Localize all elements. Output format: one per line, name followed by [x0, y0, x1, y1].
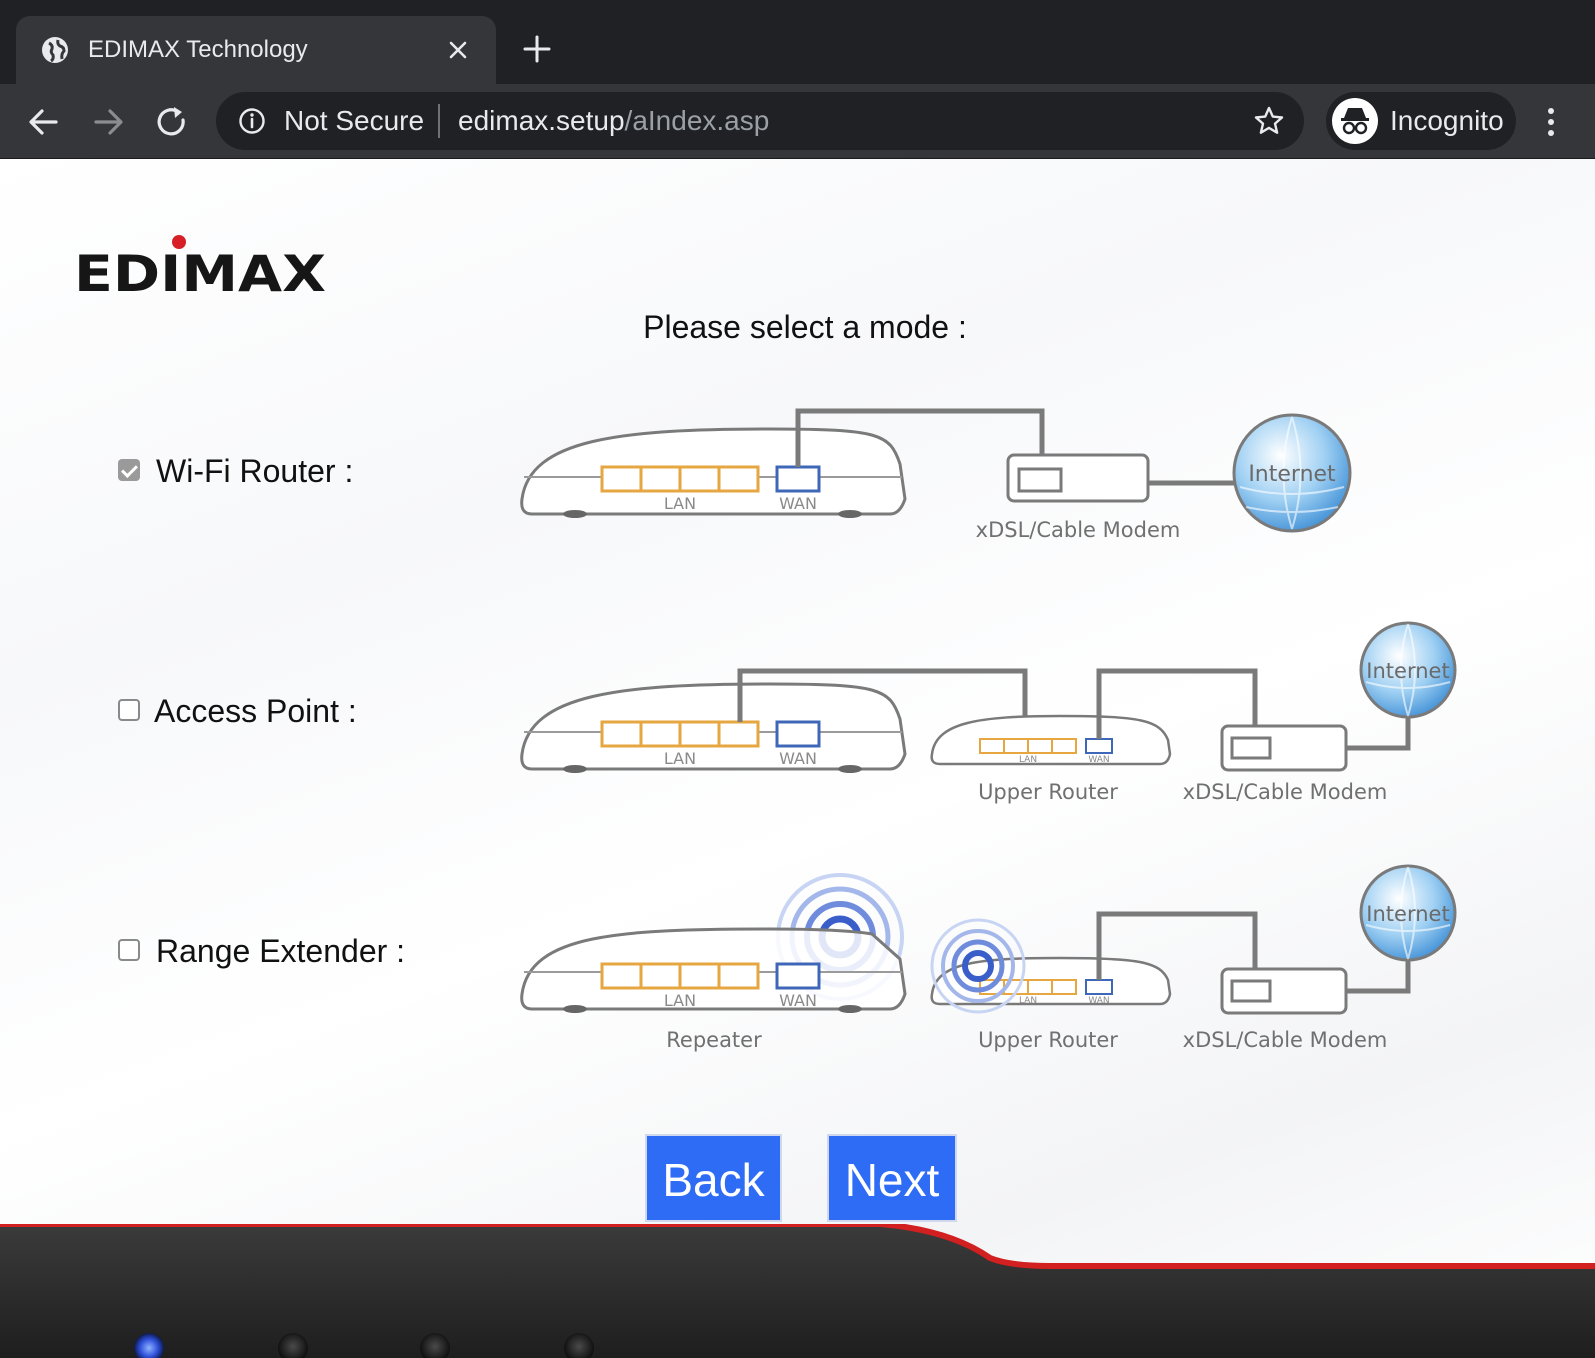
reload-icon[interactable]: [152, 102, 192, 142]
bookmark-star-icon[interactable]: [1253, 105, 1285, 137]
device-footer-bar: [0, 1224, 1595, 1358]
repeater-device: LAN WAN: [520, 927, 907, 1013]
wan-label: WAN: [779, 494, 817, 513]
wan-cable: [1096, 911, 1258, 980]
back-button[interactable]: Back: [645, 1134, 782, 1222]
modem-device: [1006, 453, 1150, 503]
browser-tab[interactable]: EDIMAX Technology: [16, 16, 496, 84]
status-led-indicator: [420, 1333, 450, 1358]
security-status[interactable]: Not Secure: [284, 105, 425, 136]
wan-label: WAN: [779, 991, 817, 1010]
more-options-icon[interactable]: [1537, 102, 1565, 142]
upper-router-lan-label: LAN: [1019, 755, 1037, 765]
access-point-label: Access Point :: [154, 693, 357, 729]
browser-toolbar: Not Secure edimax.setup/aIndex.asp Incog…: [0, 84, 1595, 159]
page-heading: Please select a mode :: [643, 309, 967, 345]
lan-label: LAN: [664, 991, 696, 1010]
internet-label: Internet: [1366, 902, 1449, 926]
modem-label: xDSL/Cable Modem: [976, 518, 1181, 542]
edimax-logo: EDIMAX: [74, 235, 326, 299]
status-led-indicator: [564, 1333, 594, 1358]
range-extender-diagram: LAN WAN Repeater LAN WAN Upper Router xD…: [520, 864, 1457, 1052]
incognito-label: Incognito: [1390, 105, 1504, 136]
wifi-router-label: Wi-Fi Router :: [156, 453, 354, 489]
wan-cable: [1096, 668, 1258, 739]
range-extender-checkbox[interactable]: [118, 939, 140, 961]
repeater-label: Repeater: [666, 1028, 762, 1052]
modem-device: [1220, 724, 1348, 772]
modem-cable: [1346, 957, 1411, 994]
incognito-profile-button[interactable]: Incognito: [1326, 92, 1516, 150]
tab-title: EDIMAX Technology: [88, 36, 308, 63]
internet-globe: Internet: [1232, 413, 1352, 533]
modem-device: [1220, 967, 1348, 1015]
modem-cable: [1346, 714, 1411, 751]
upper-router-signal-icon: [930, 918, 1026, 1014]
url-text[interactable]: edimax.setup/aIndex.asp: [458, 105, 769, 137]
access-point-device: LAN WAN: [520, 682, 907, 773]
address-divider: [438, 104, 440, 138]
upper-router-device: LAN WAN: [930, 714, 1172, 766]
internet-label: Internet: [1366, 659, 1449, 683]
status-led-indicator: [278, 1333, 308, 1358]
upper-router-wan-label: WAN: [1088, 996, 1109, 1006]
internet-label: Internet: [1248, 462, 1336, 487]
internet-globe: Internet: [1359, 621, 1457, 719]
new-tab-plus-icon[interactable]: [522, 34, 552, 64]
range-extender-label: Range Extender :: [156, 933, 406, 969]
upper-router-label: Upper Router: [978, 780, 1118, 804]
router-device: LAN WAN: [520, 427, 907, 518]
modem-label: xDSL/Cable Modem: [1183, 780, 1388, 804]
wan-label: WAN: [779, 749, 817, 768]
back-arrow-icon[interactable]: [24, 102, 64, 142]
globe-icon: [42, 37, 68, 63]
url-host: edimax.setup: [458, 105, 625, 136]
power-led-indicator: [134, 1333, 164, 1358]
next-button[interactable]: Next: [827, 1134, 957, 1222]
access-point-checkbox[interactable]: [118, 699, 140, 721]
address-bar[interactable]: Not Secure edimax.setup/aIndex.asp: [216, 92, 1304, 150]
upper-router-lan-label: LAN: [1019, 996, 1037, 1006]
setup-page: EDIMAX Please select a mode : Wi-Fi Rout…: [0, 159, 1595, 1358]
wifi-router-diagram: LAN WAN xDSL/Cable Modem Internet: [520, 408, 1352, 542]
info-icon[interactable]: [238, 107, 266, 135]
lan-cable: [737, 668, 1028, 734]
incognito-icon: [1332, 98, 1378, 144]
browser-tab-strip: EDIMAX Technology: [0, 0, 1595, 84]
lan-label: LAN: [664, 494, 696, 513]
wifi-router-checkbox[interactable]: [118, 459, 140, 481]
access-point-diagram: LAN WAN LAN WAN Upper Router xDSL/Cable …: [520, 621, 1457, 804]
close-icon[interactable]: [444, 36, 472, 64]
internet-globe: Internet: [1359, 864, 1457, 962]
modem-label: xDSL/Cable Modem: [1183, 1028, 1388, 1052]
forward-arrow-icon[interactable]: [88, 102, 128, 142]
url-path: /aIndex.asp: [624, 105, 770, 136]
upper-router-wan-label: WAN: [1088, 755, 1109, 765]
upper-router-label: Upper Router: [978, 1028, 1118, 1052]
logo-wordmark: EDIMAX: [74, 245, 326, 299]
wan-cable: [795, 408, 1045, 467]
lan-label: LAN: [664, 749, 696, 768]
